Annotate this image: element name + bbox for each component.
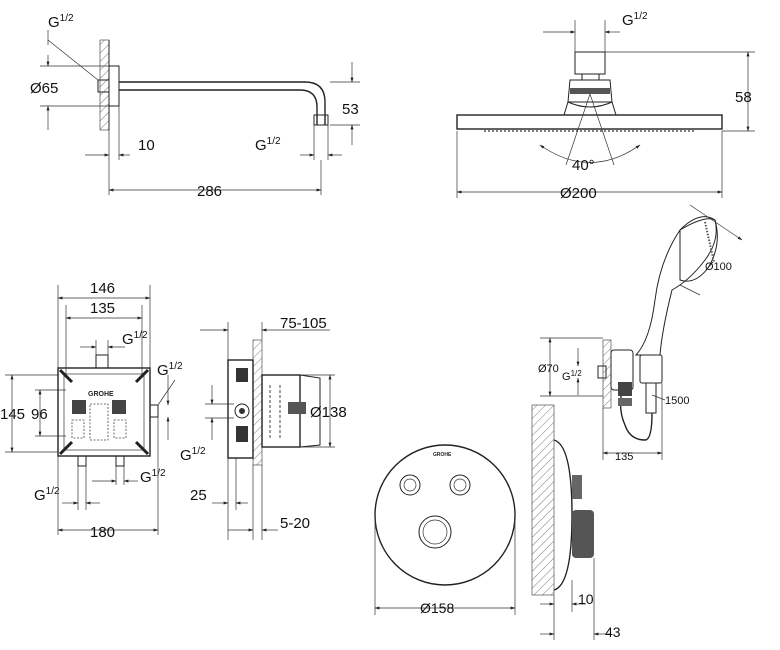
knob-proj-label: 10 xyxy=(578,591,594,607)
box-right-inlet-label: G1/2 xyxy=(157,361,183,379)
side-depth-25-label: 25 xyxy=(190,487,207,504)
wall-hatch xyxy=(99,39,110,131)
side-inlet-label: G1/2 xyxy=(180,446,206,464)
box-total-width-label: 180 xyxy=(90,524,115,541)
head-height-label: 58 xyxy=(735,89,752,106)
arm-wall-label: 10 xyxy=(138,137,155,154)
head-connector xyxy=(574,51,606,75)
elbow-inlet-label: G1/2 xyxy=(562,369,582,383)
plate-brand: GROHE xyxy=(433,452,452,458)
arm-pipe-bottom xyxy=(119,89,318,125)
box-bottom-left-inlet-label: G1/2 xyxy=(34,486,60,504)
arm-inlet-label: G1/2 xyxy=(48,13,74,31)
thermo-wall-hatch xyxy=(531,404,555,596)
side-knob xyxy=(572,510,594,558)
elbow-width-label: 135 xyxy=(615,451,633,463)
box-brand: GROHE xyxy=(88,391,114,398)
arm-outlet-label: G1/2 xyxy=(255,136,281,154)
box-height-outer-label: 145 xyxy=(0,406,25,423)
box-height-inner-label: 96 xyxy=(31,406,48,423)
box-width-inner-label: 135 xyxy=(90,300,115,317)
left-button xyxy=(399,474,421,496)
arm-pipe-top xyxy=(119,81,326,125)
hose-length-label: 1500 xyxy=(665,395,689,407)
plate-diameter-label: Ø158 xyxy=(420,600,454,616)
hand-shower-view: Ø100 Ø70 G1/2 1500 135 xyxy=(538,204,743,463)
side-depth-range-label: 75-105 xyxy=(280,315,327,332)
knob-total-label: 43 xyxy=(605,624,621,640)
thermostat-plate-view: GROHE Ø158 xyxy=(374,444,516,616)
plate-outline xyxy=(374,444,516,586)
head-diameter-label: Ø200 xyxy=(560,185,597,202)
side-diameter-label: Ø138 xyxy=(310,404,347,421)
box-width-outer-label: 146 xyxy=(90,280,115,297)
hand-shower-body xyxy=(634,216,717,356)
right-button xyxy=(449,474,471,496)
side-wall-hatch xyxy=(252,339,263,466)
arm-drop-label: 53 xyxy=(342,101,359,118)
hand-diameter-label: Ø100 xyxy=(705,261,732,273)
head-angle-label: 40° xyxy=(572,157,595,174)
arm-outlet xyxy=(313,114,329,126)
mixing-box-front-view: GROHE 146 135 G1/2 G1/2 xyxy=(0,280,183,541)
arm-length-label: 286 xyxy=(197,183,222,200)
arm-diameter-label: Ø65 xyxy=(30,80,58,97)
box-top-inlet-label: G1/2 xyxy=(122,330,148,348)
box-bottom-right-inlet-label: G1/2 xyxy=(140,468,166,486)
head-plate xyxy=(456,114,723,130)
side-depth-range2-label: 5-20 xyxy=(280,515,310,532)
mixing-box-side-view: 75-105 Ø138 G1/2 25 5-20 xyxy=(180,315,347,540)
elbow-diameter-label: Ø70 xyxy=(538,363,559,375)
temperature-knob xyxy=(418,515,452,549)
head-inlet-label: G1/2 xyxy=(622,11,648,29)
thermostat-side-view: 10 43 xyxy=(531,404,621,640)
shower-arm-view: G1/2 Ø65 10 G1/2 53 286 xyxy=(30,13,360,200)
elbow-wall-hatch xyxy=(602,339,612,409)
wall-rosette xyxy=(108,65,120,107)
hose xyxy=(619,389,653,441)
head-shower-view: G1/2 58 40° Ø200 xyxy=(456,11,755,202)
side-button xyxy=(572,475,582,499)
